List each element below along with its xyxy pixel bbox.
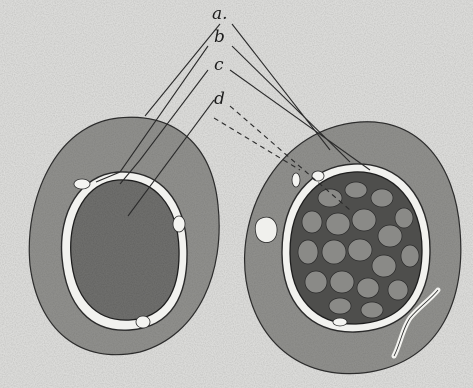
right-cell-granule-left	[292, 173, 300, 187]
right-cell-granule-bottom	[333, 318, 347, 326]
right-cell-small-inclusion	[255, 217, 277, 242]
label-c: c	[214, 55, 224, 75]
left-cell-granule-top	[74, 179, 90, 189]
left-cell-nucleus-grain	[71, 180, 179, 320]
right-cell-granule-top	[312, 171, 324, 181]
label-d: d	[214, 89, 225, 109]
left-cell-granule-bottom	[136, 316, 150, 328]
left-cell-granule-right	[173, 216, 185, 232]
label-b: b	[214, 27, 225, 47]
label-a: a.	[212, 4, 228, 24]
